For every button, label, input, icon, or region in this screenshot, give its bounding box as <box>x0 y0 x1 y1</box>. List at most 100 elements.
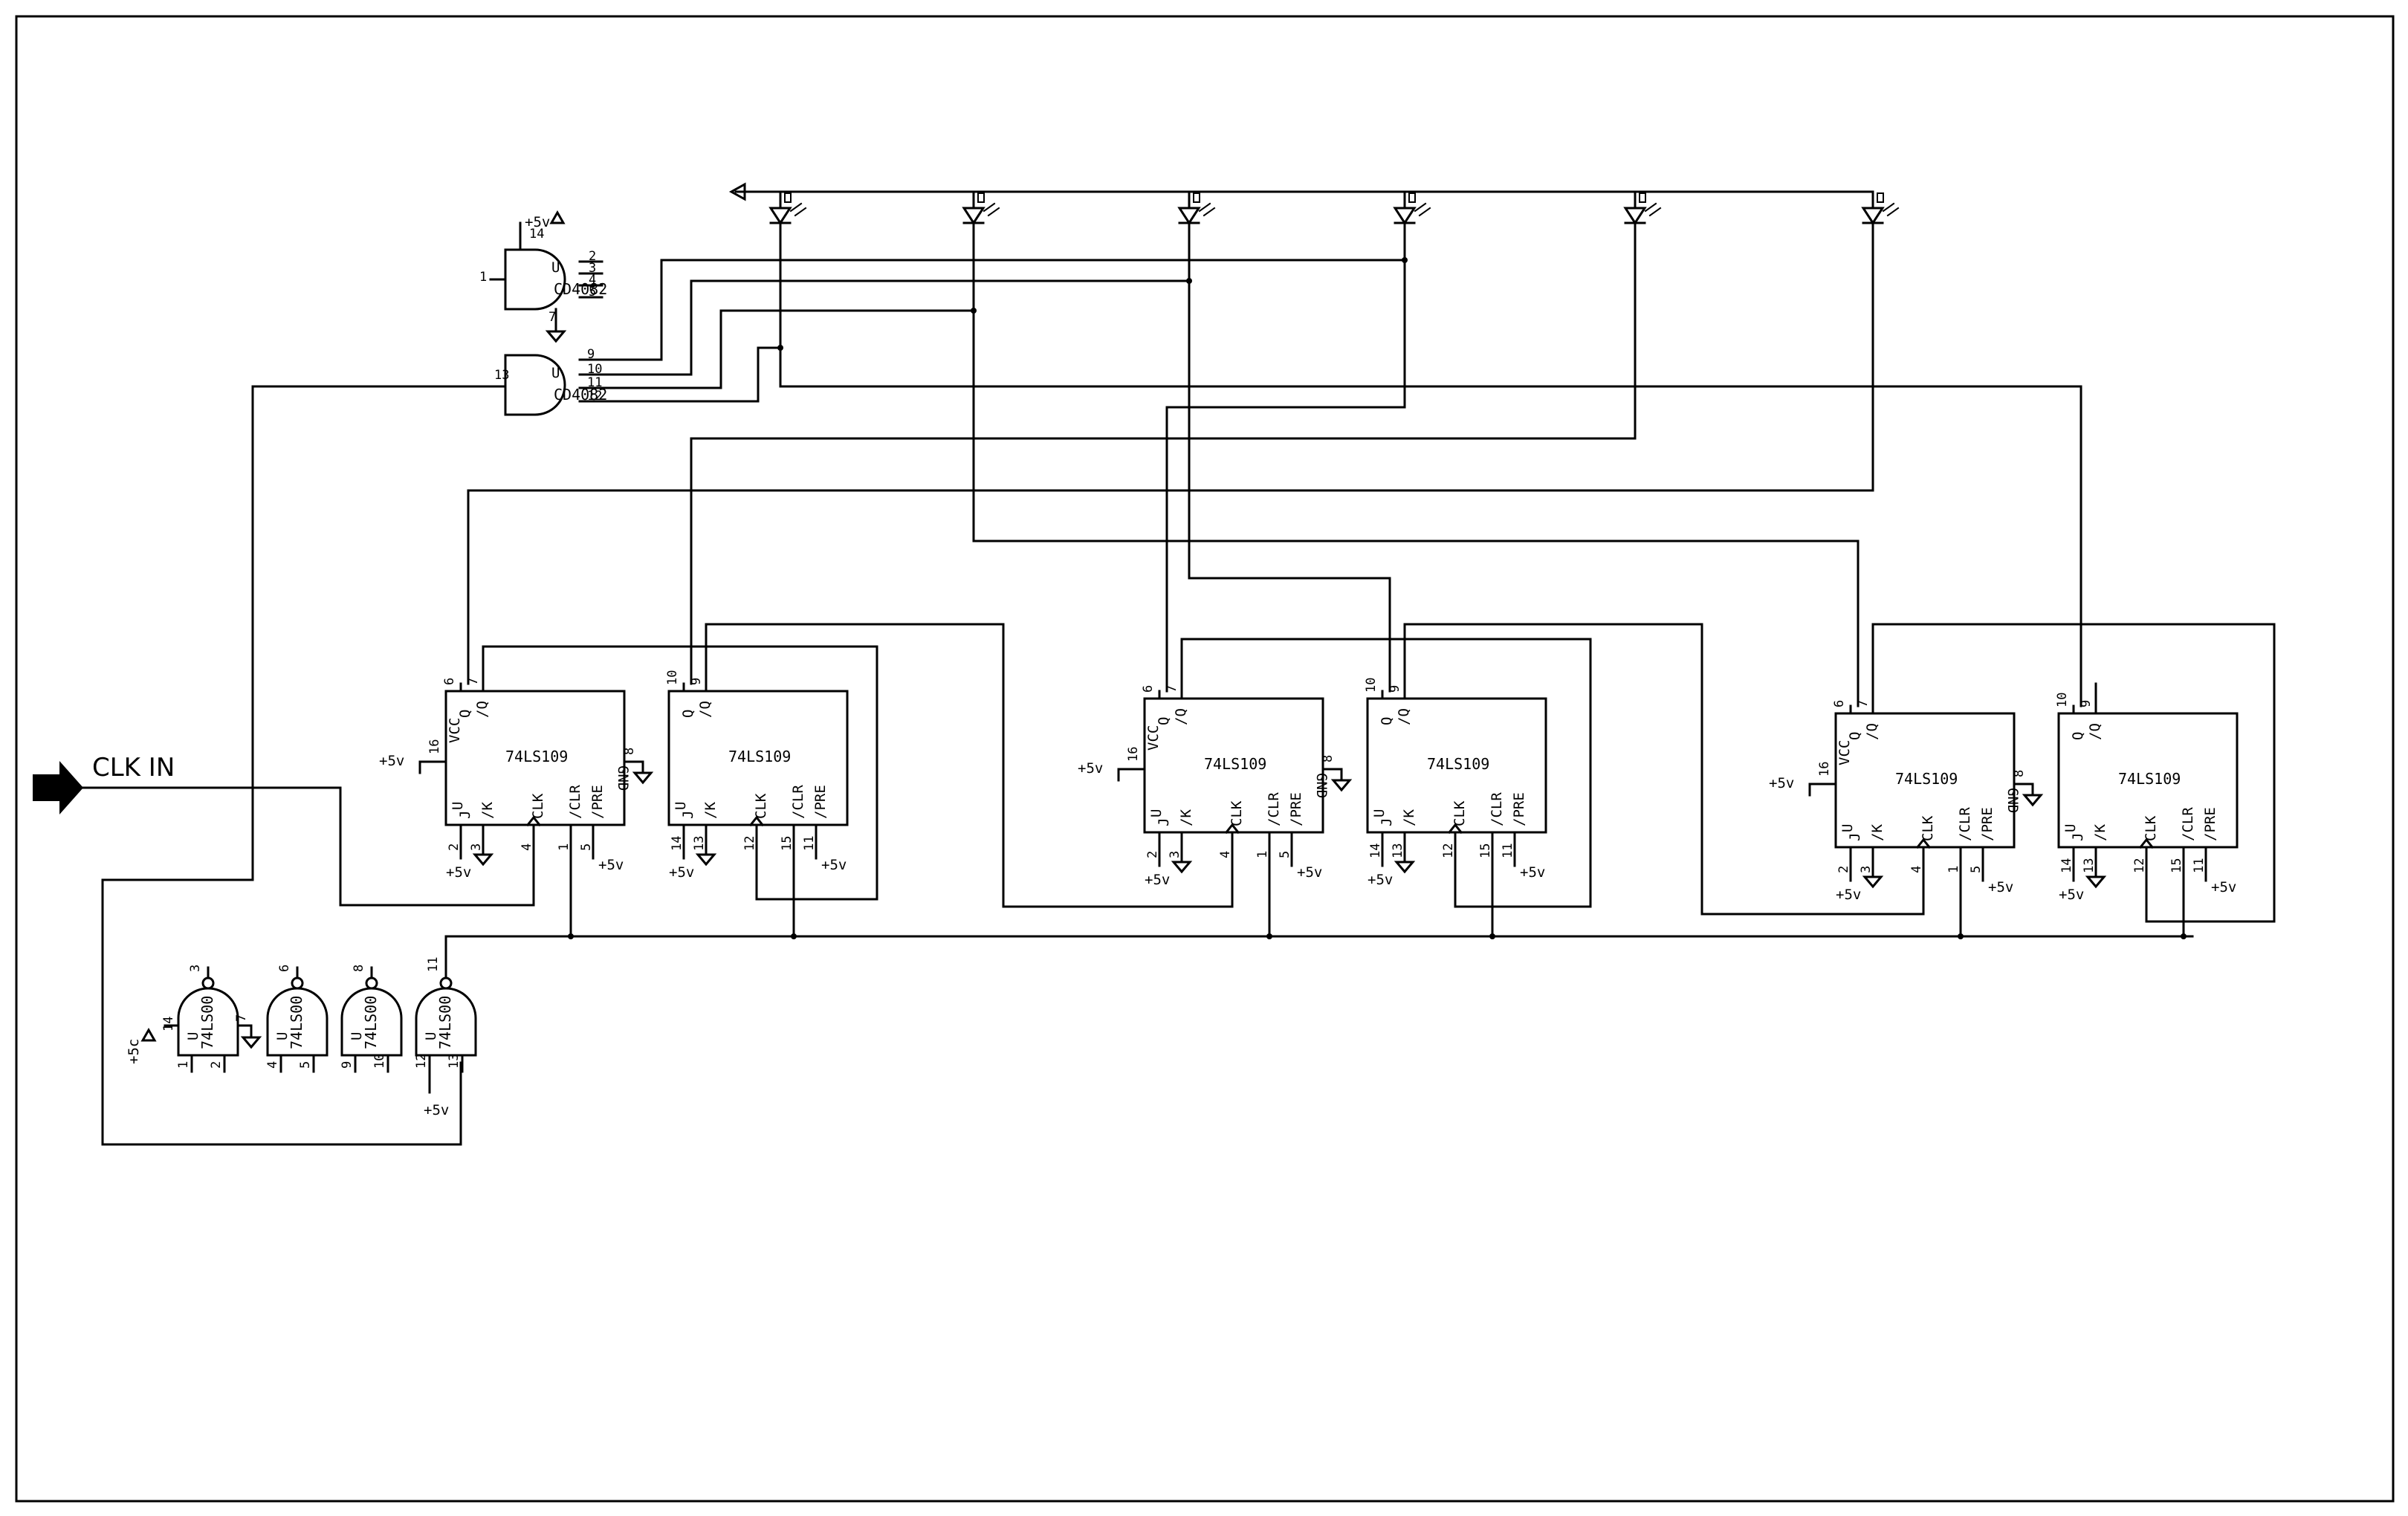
clr-pin-label: /CLR <box>1489 792 1505 826</box>
led-tab <box>784 192 792 203</box>
junction-dot <box>1266 933 1272 939</box>
wire <box>482 645 878 901</box>
supply-label: +5v <box>821 857 847 873</box>
supply-label: +5v <box>1145 872 1170 888</box>
and-gate-b <box>504 354 566 416</box>
pin-number: 5 <box>298 1061 313 1069</box>
supply-label: +5v <box>424 1102 449 1118</box>
wire <box>601 346 782 403</box>
pin-number: 10 <box>665 670 680 685</box>
pin-number: 10 <box>1364 678 1379 693</box>
pin-number: 13 <box>447 1054 462 1069</box>
led-tab <box>1408 192 1416 203</box>
pin-number: 3 <box>469 843 484 851</box>
clk-pin-label: CLK <box>1229 800 1245 826</box>
pin-number: 2 <box>589 249 596 264</box>
ff-u2-section-a <box>1143 697 1324 834</box>
ff-part-label: 74LS109 <box>1895 770 1958 788</box>
unit-ref: U <box>185 1032 201 1040</box>
wire <box>2013 783 2034 797</box>
pin-number: 4 <box>520 843 534 851</box>
q-pin-label: Q <box>1379 717 1395 725</box>
led-tab <box>1193 192 1200 203</box>
ground-icon <box>1330 779 1353 792</box>
supply-label: +5v <box>2059 887 2084 903</box>
ground-icon <box>632 771 654 785</box>
j-pin-label: J <box>1156 818 1172 826</box>
led-6 <box>1861 190 1900 225</box>
nand-part-label: 74LS00 <box>198 996 216 1049</box>
qn-pin-label: /Q <box>1864 723 1880 740</box>
ff-part-label: 74LS109 <box>2118 770 2181 788</box>
led-diode-icon <box>1177 207 1201 225</box>
pin-number: 11 <box>802 836 817 851</box>
pin-number: 11 <box>1501 843 1515 858</box>
vcc-arrow-icon <box>140 1027 157 1042</box>
pin-number: 4 <box>1909 866 1924 873</box>
gnd-pin-label: GND <box>1313 773 1330 798</box>
pin-number: 3 <box>1168 851 1182 858</box>
supply-label: +5v <box>1297 864 1322 881</box>
pin-number: 10 <box>587 362 602 377</box>
k-pin-label: /K <box>479 802 496 819</box>
supply-label: +5v <box>1368 872 1393 888</box>
clk-marker-icon <box>525 815 542 827</box>
clk-in-port: CLK IN <box>33 753 175 814</box>
nand-gate-3 <box>340 976 403 1057</box>
led-1 <box>768 190 807 225</box>
k-pin-label: /K <box>702 802 719 819</box>
pin-number: 6 <box>1832 700 1847 707</box>
supply-label: +5v <box>1520 864 1545 881</box>
pin-number: 5 <box>589 285 596 299</box>
supply-label: +5v <box>2211 879 2236 895</box>
ground-icon <box>695 853 717 866</box>
pin-number: 2 <box>1145 851 1160 858</box>
wire <box>1321 768 1343 782</box>
pin-number: 14 <box>1368 843 1383 858</box>
gnd-pin-label: GND <box>615 765 631 791</box>
pin-number: 1 <box>1946 866 1961 873</box>
pin-number: 10 <box>372 1054 387 1069</box>
clk-marker-icon <box>1447 823 1463 835</box>
unit-ref: U <box>274 1032 291 1040</box>
pin-number: 9 <box>689 678 704 685</box>
pin-number: 9 <box>1388 685 1402 693</box>
vcc-pin-label: VCC <box>1145 725 1162 751</box>
led-tab <box>1639 192 1646 203</box>
pin-number: 16 <box>1126 747 1141 762</box>
pin-number: 1 <box>1255 851 1270 858</box>
led-light-icon <box>1414 202 1431 217</box>
supply-label: +5v <box>598 857 624 873</box>
supply-label: +5v <box>446 864 471 881</box>
ff-u3-section-a <box>1834 712 2016 849</box>
nand-bubble-icon <box>365 976 378 990</box>
and-part-label: CD4082 <box>554 280 607 298</box>
wire <box>418 760 447 774</box>
wire <box>972 221 1860 707</box>
clr-pin-label: /CLR <box>1266 792 1282 826</box>
clr-pin-label: /CLR <box>1957 807 1973 841</box>
led-3 <box>1177 190 1216 225</box>
wire <box>1117 768 1146 782</box>
pin-number: 14 <box>670 836 684 851</box>
unit-ref: U <box>1148 809 1165 817</box>
pin-number: 4 <box>589 273 596 288</box>
clk-marker-icon <box>748 815 765 827</box>
unit-ref: U <box>423 1032 439 1040</box>
wire <box>623 760 644 774</box>
wiring <box>82 190 2276 1146</box>
pin-number: 12 <box>414 1054 429 1069</box>
ground-icon <box>2022 794 2044 807</box>
ff-u1-section-a <box>444 690 626 826</box>
led-light-icon <box>983 202 1000 217</box>
qn-pin-label: /Q <box>1396 708 1412 725</box>
j-pin-label: J <box>1847 833 1863 841</box>
junction-dot <box>1958 933 1964 939</box>
j-pin-label: J <box>1379 818 1395 826</box>
gnd-pin-label: GND <box>2004 788 2021 813</box>
nand-bubble-icon <box>439 976 453 990</box>
ground-icon <box>1171 861 1193 874</box>
led-diode-icon <box>1623 207 1647 225</box>
clr-pin-label: /CLR <box>790 785 806 819</box>
